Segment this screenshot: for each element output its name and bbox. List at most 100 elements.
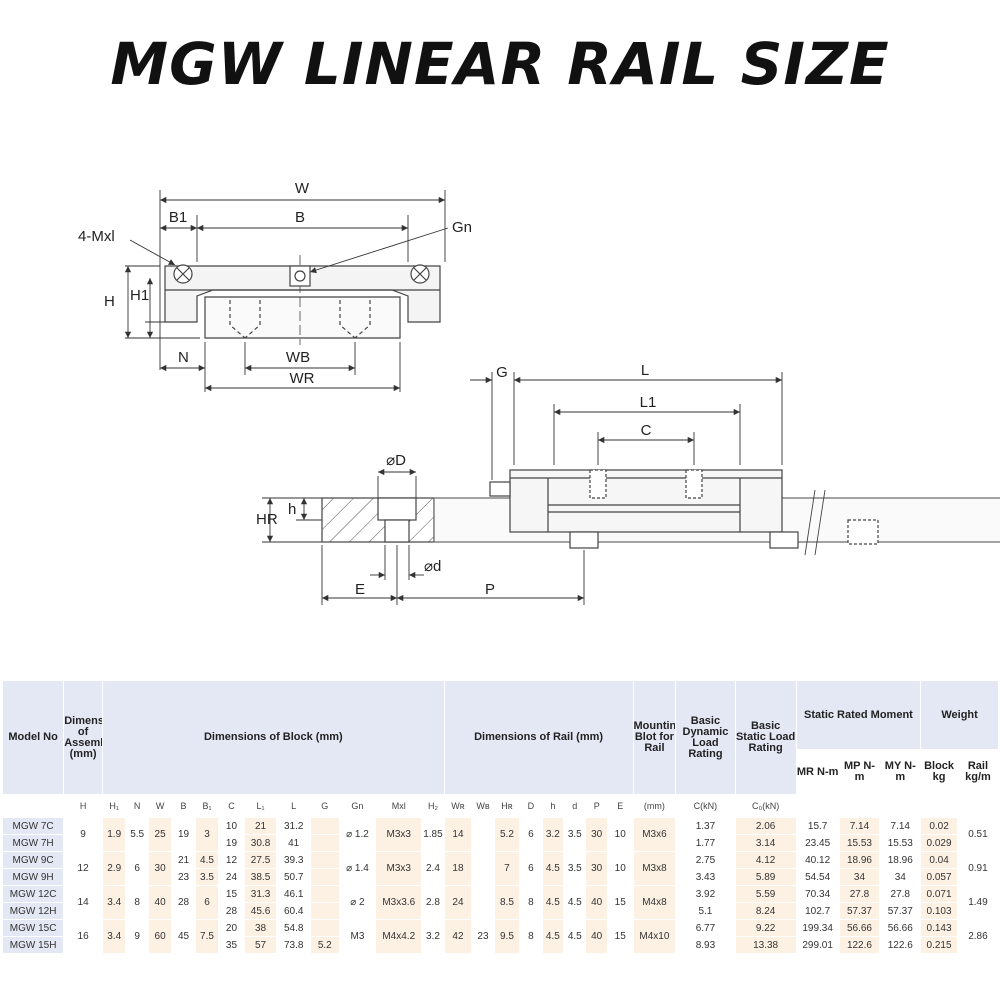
table-cell: 16 [63, 919, 103, 954]
table-cell: 40 [585, 885, 608, 920]
table-cell: 4.5 [541, 851, 565, 886]
sub-header-cell: E [606, 794, 634, 818]
table-cell: 0.215 [920, 936, 958, 954]
table-cell: 0.029 [920, 834, 958, 852]
table-cell: 3.2 [541, 817, 565, 852]
table-cell: 31.2 [276, 817, 312, 835]
table-cell: 9 [63, 817, 103, 852]
table-cell: 21 [243, 817, 278, 835]
table-cell: 0.057 [920, 868, 958, 886]
table-cell: 30 [585, 817, 608, 852]
technical-drawing: W B B1 Gn 4-Mxl H H1 N WB WR [78, 180, 1000, 605]
sub-header-cell: W [147, 794, 173, 818]
table-cell: 4.5 [563, 885, 587, 920]
table-cell: 3.2 [421, 919, 445, 954]
sub-blank [795, 794, 840, 818]
table-cell [310, 851, 340, 869]
table-cell: 9 [125, 919, 149, 954]
table-cell [310, 902, 340, 920]
table-cell: 31.3 [243, 885, 278, 903]
table-cell: 0.91 [956, 851, 1000, 886]
table-cell: M3x6 [632, 817, 677, 852]
sub-header-cell: Hʀ [493, 794, 521, 818]
table-cell: 34 [838, 868, 881, 886]
table-cell: M3x3 [375, 851, 423, 886]
table-cell: 19 [171, 817, 196, 852]
table-cell: 46.1 [276, 885, 312, 903]
sub-header-cell: Mxl [375, 794, 423, 818]
label-b1: B1 [169, 209, 187, 226]
sub-header-cell: P [585, 794, 608, 818]
table-cell: 15.53 [838, 834, 881, 852]
table-cell: 2.8 [421, 885, 445, 920]
table-cell: 1.37 [675, 817, 736, 835]
sub-header-cell: D [519, 794, 543, 818]
table-cell: ⌀ 1.2 [338, 817, 377, 852]
table-cell: 15.53 [879, 834, 922, 852]
table-cell: 0.51 [956, 817, 1000, 852]
table-cell: MGW 7H [1, 834, 65, 852]
label-l: L [641, 362, 649, 379]
table-cell: 38.5 [243, 868, 278, 886]
hdr-mounting-bolt: Mounting Blot for Rail [632, 680, 677, 795]
table-cell: 60.4 [276, 902, 312, 920]
table-cell: 102.7 [795, 902, 840, 920]
table-cell: M3 [338, 919, 377, 954]
hdr-weight: Weight [920, 680, 999, 750]
table-cell: MGW 15C [1, 919, 65, 937]
label-wb: WB [286, 349, 310, 366]
table-cell: 7.5 [194, 919, 220, 954]
table-cell: 45.6 [243, 902, 278, 920]
hdr-dim-rail: Dimensions of Rail (mm) [443, 680, 634, 795]
table-cell [471, 885, 495, 920]
table-cell [310, 885, 340, 903]
table-cell: 70.34 [795, 885, 840, 903]
label-l1: L1 [640, 394, 657, 411]
grease-nipple-icon [289, 265, 311, 287]
table-cell: 199.34 [795, 919, 840, 937]
table-cell [471, 851, 495, 886]
table-cell: 12 [63, 851, 103, 886]
hdr-rail-kgm: Rail kg/m [956, 749, 1000, 795]
sub-header-cell: Wʀ [443, 794, 473, 818]
table-cell: 6 [125, 851, 149, 886]
table-cell: 5.59 [734, 885, 797, 903]
table-cell: 0.071 [920, 885, 958, 903]
table-cell: 0.02 [920, 817, 958, 835]
table-cell [310, 817, 340, 835]
table-cell: 30.8 [243, 834, 278, 852]
table-cell: 3.4 [101, 919, 127, 954]
table-cell: 7.14 [838, 817, 881, 835]
table-cell: MGW 12C [1, 885, 65, 903]
table-cell: 0.103 [920, 902, 958, 920]
table-cell: 2.06 [734, 817, 797, 835]
table-cell: 1.9 [101, 817, 127, 852]
table-cell: 8.5 [493, 885, 521, 920]
sub-blank [838, 794, 881, 818]
table-cell: 23 [471, 919, 495, 954]
table-cell: MGW 12H [1, 902, 65, 920]
hdr-dim-assembly: Dimensions of Assembly (mm) [63, 680, 103, 795]
table-cell: 299.01 [795, 936, 840, 954]
table-cell: 9.22 [734, 919, 797, 937]
table-cell: 35 [218, 936, 245, 954]
spec-table: Model No Dimensions of Assembly (mm) Dim… [1, 680, 1000, 954]
table-cell [310, 868, 340, 886]
table-cell: 30 [585, 851, 608, 886]
table-cell: 4.5 [563, 919, 587, 954]
table-cell: 15 [606, 885, 634, 920]
table-cell: 21 [171, 851, 196, 869]
table-cell: 1.85 [421, 817, 445, 852]
label-wr: WR [290, 370, 315, 387]
table-cell: 3.92 [675, 885, 736, 903]
table-cell: 42 [443, 919, 473, 954]
table-cell: 2.86 [956, 919, 1000, 954]
table-cell: 122.6 [879, 936, 922, 954]
table-cell: 1.49 [956, 885, 1000, 920]
table-cell: 13.38 [734, 936, 797, 954]
table-cell: 40.12 [795, 851, 840, 869]
